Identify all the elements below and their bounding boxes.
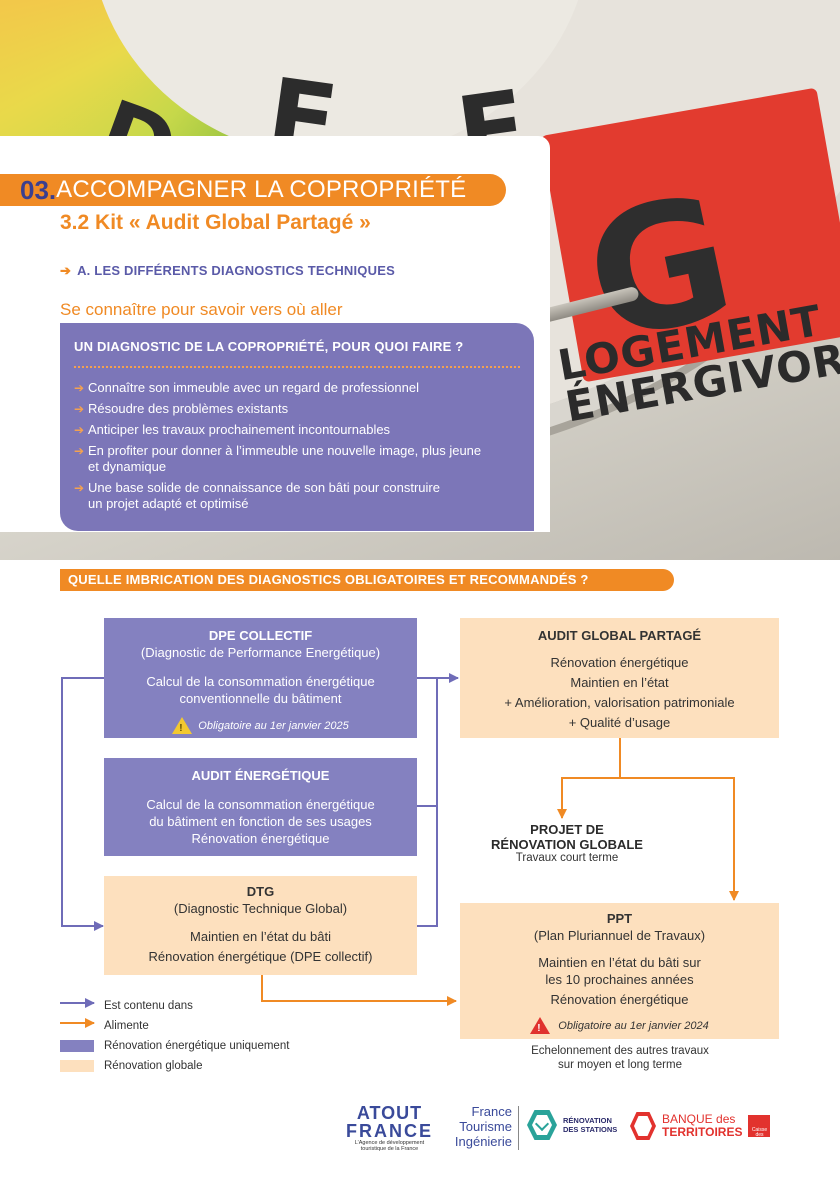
ppt-box: PPT (Plan Pluriannuel de Travaux) Mainti… [460, 903, 779, 1039]
projet-subtitle: Travaux court terme [515, 852, 619, 864]
diagram-legend: Est contenu dans Alimente Rénovation éne… [60, 996, 289, 1076]
after-ppt-note: Echelonnement des autres travaux sur moy… [470, 1044, 770, 1072]
hexagon-icon [630, 1112, 656, 1140]
audit-energetique-title: AUDIT ÉNERGÉTIQUE [191, 768, 330, 783]
audit-global-line-1: Rénovation énergétique [550, 655, 689, 670]
legend-item: Est contenu dans [104, 1000, 193, 1012]
after-ppt-line-2: sur moyen et long terme [557, 1059, 682, 1071]
ppt-title: PPT [606, 911, 633, 926]
list-item: ➔Une base solide de connaissance de son … [74, 480, 440, 511]
partner-logos: ATOUT FRANCE L’Agence de développement t… [0, 1102, 840, 1162]
dtg-line-1: Maintien en l’état du bâti [190, 929, 331, 944]
banque-des-territoires-logo: BANQUE des TERRITOIRES Caisse des Dépôts [630, 1112, 771, 1143]
dpe-title: DPE COLLECTIF [208, 628, 313, 643]
dpe-line-2: conventionnelle du bâtiment [179, 691, 342, 706]
dtg-line-2: Rénovation énergétique (DPE collectif) [148, 949, 373, 964]
audit-global-line-4: + Qualité d’usage [568, 715, 671, 730]
arrow-right-icon: ➔ [74, 423, 85, 437]
arrow-dpe-to-dtg [61, 677, 104, 931]
ppt-line-1: Maintien en l’état du bâti sur [538, 955, 701, 970]
atout-france-logo: ATOUT FRANCE L’Agence de développement t… [346, 1103, 433, 1152]
arrow-right-icon: ➔ [74, 402, 85, 416]
audit-global-line-3: + Amélioration, valorisation patrimonial… [504, 695, 735, 710]
after-ppt-line-1: Echelonnement des autres travaux [531, 1045, 709, 1057]
dtg-title: DTG [246, 884, 275, 899]
dtg-box: DTG (Diagnostic Technique Global) Mainti… [104, 876, 417, 975]
dpe-collectif-box: DPE COLLECTIF (Diagnostic de Performance… [104, 618, 417, 738]
why-box-title: UN DIAGNOSTIC DE LA COPROPRIÉTÉ, POUR QU… [74, 339, 464, 354]
projet-title-2: RÉNOVATION GLOBALE [491, 837, 643, 852]
audit-energetique-line-1: Calcul de la consommation énergétique [146, 797, 375, 812]
arrow-right-icon: ➔ [74, 381, 85, 395]
list-item: ➔Anticiper les travaux prochainement inc… [74, 422, 391, 437]
section-number: 03. [20, 174, 57, 205]
section-banner: 03. ACCOMPAGNER LA COPROPRIÉTÉ [0, 174, 506, 206]
why-box-list: ➔Connaître son immeuble avec un regard d… [74, 380, 520, 512]
dotted-divider [74, 366, 520, 368]
part-heading-label: A. LES DIFFÉRENTS DIAGNOSTICS TECHNIQUES [77, 263, 395, 278]
arrow-right-icon: ➔ [74, 481, 85, 495]
list-item: ➔Résoudre des problèmes existants [74, 401, 289, 416]
audit-global-box: AUDIT GLOBAL PARTAGÉ Rénovation énergéti… [460, 618, 779, 738]
legend-item: Alimente [104, 1020, 149, 1032]
audit-global-title: AUDIT GLOBAL PARTAGÉ [537, 628, 702, 643]
dtg-subtitle: (Diagnostic Technique Global) [173, 901, 348, 916]
ppt-note: !Obligatoire au 1er janvier 2024 [460, 1016, 779, 1035]
ppt-line-2: les 10 prochaines années [545, 972, 694, 987]
why-diagnostic-box: UN DIAGNOSTIC DE LA COPROPRIÉTÉ, POUR QU… [60, 323, 534, 531]
audit-energetique-line-3: Rénovation énergétique [191, 831, 330, 846]
arrow-dtg-to-ppt [261, 975, 457, 1006]
renovation-stations-logo: RÉNOVATION DES STATIONS [527, 1110, 617, 1140]
dpe-subtitle: (Diagnostic de Performance Energétique) [140, 645, 381, 660]
warning-icon: ! [530, 1017, 551, 1035]
bracket-line [417, 678, 438, 927]
diagram-banner: QUELLE IMBRICATION DES DIAGNOSTICS OBLIG… [60, 569, 674, 591]
list-item: ➔Connaître son immeuble avec un regard d… [74, 380, 419, 395]
hexagon-icon [527, 1110, 557, 1140]
part-heading: ➔ A. LES DIFFÉRENTS DIAGNOSTICS TECHNIQUE… [60, 263, 395, 279]
legend-swatch-peach [60, 1060, 94, 1072]
logo-separator [518, 1106, 519, 1150]
audit-global-line-2: Maintien en l’état [570, 675, 669, 690]
arrow-audit-to-projet [557, 738, 621, 819]
dpe-line-1: Calcul de la consommation énergétique [146, 674, 375, 689]
audit-energetique-box: AUDIT ÉNERGÉTIQUE Calcul de la consommat… [104, 758, 417, 856]
caisse-des-depots-logo: Caisse des Dépôts [748, 1115, 771, 1143]
list-item: ➔En profiter pour donner à l’immeuble un… [74, 443, 482, 474]
legend-item: Rénovation énergétique uniquement [60, 1036, 289, 1056]
projet-title-1: PROJET DE [530, 822, 604, 837]
legend-item: Rénovation globale [60, 1056, 289, 1076]
ppt-subtitle: (Plan Pluriannuel de Travaux) [533, 928, 706, 943]
warning-icon: ! [172, 717, 193, 735]
tagline: Se connaître pour savoir vers où aller [60, 300, 343, 319]
france-tourisme-ingenierie-logo: France Tourisme Ingénierie [454, 1104, 512, 1149]
audit-energetique-line-2: du bâtiment en fonction de ses usages [149, 814, 372, 829]
dpe-note: !Obligatoire au 1er janvier 2025 [104, 716, 417, 735]
arrow-right-icon: ➔ [60, 263, 72, 278]
ppt-line-3: Rénovation énergétique [550, 992, 689, 1007]
arrow-right-icon: ➔ [74, 444, 85, 458]
legend-swatch-purple [60, 1040, 94, 1052]
section-title: ACCOMPAGNER LA COPROPRIÉTÉ [56, 176, 467, 203]
section-subtitle: 3.2 Kit « Audit Global Partagé » [60, 211, 371, 234]
projet-renovation: PROJET DE RÉNOVATION GLOBALE Travaux cou… [472, 822, 662, 864]
